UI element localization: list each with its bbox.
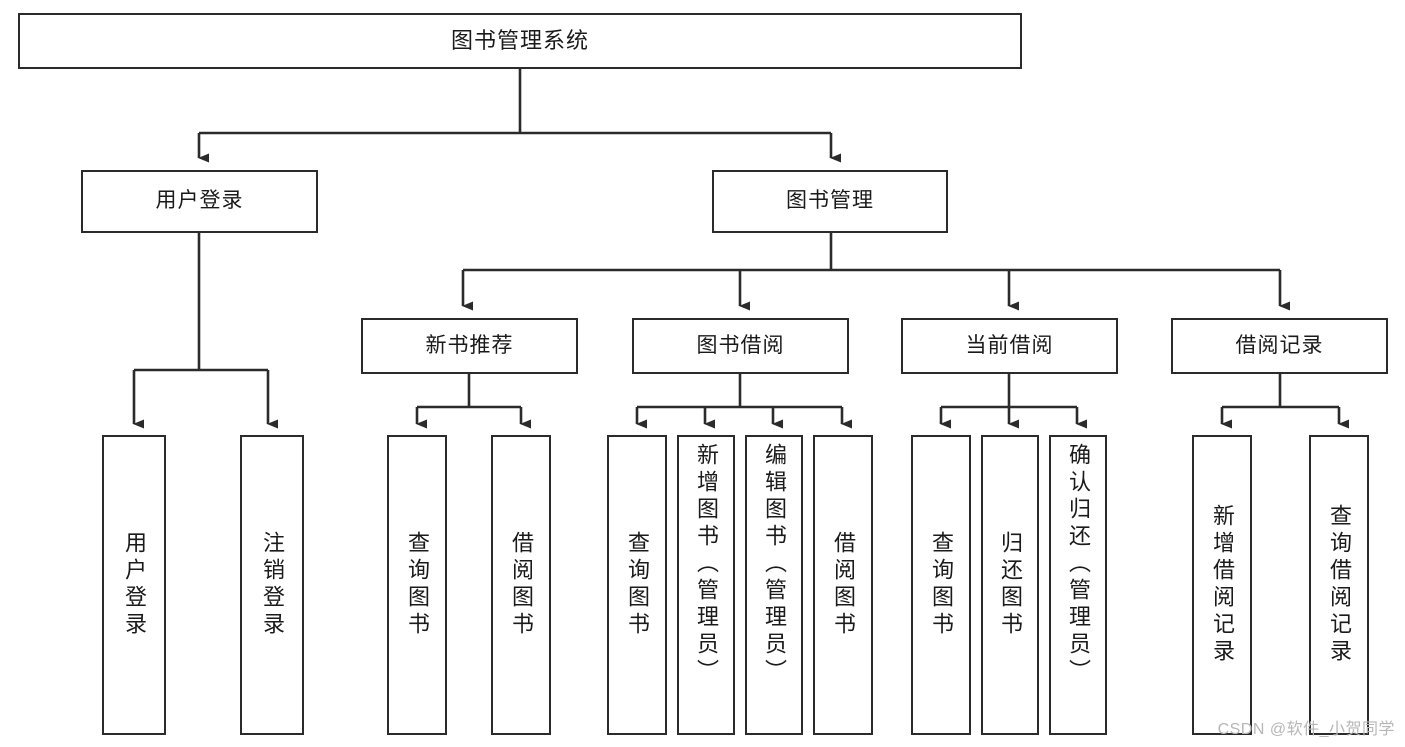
node-user-login[interactable]: 用户登录 [81, 170, 318, 233]
leaf-records-add-record[interactable]: 新增借阅记录 [1192, 435, 1252, 735]
leaf-user-login-logout[interactable]: 注销登录 [240, 435, 304, 735]
node-label: 图书管理系统 [450, 28, 589, 54]
node-label: 借阅记录 [1235, 333, 1324, 357]
node-label: 新书推荐 [425, 333, 514, 357]
csdn-watermark: CSDN @软件_小贺同学 [1217, 721, 1395, 738]
leaf-borrow-borrow-book[interactable]: 借阅图书 [813, 435, 873, 735]
node-book-management[interactable]: 图书管理 [712, 170, 948, 233]
node-label: 查询图书 [405, 531, 430, 639]
leaf-borrow-edit-book-admin[interactable]: 编辑图书（管理员） [745, 435, 803, 735]
node-root-book-management-system[interactable]: 图书管理系统 [18, 13, 1022, 69]
node-label: 图书管理 [786, 189, 874, 213]
node-current-borrow[interactable]: 当前借阅 [901, 318, 1118, 374]
leaf-borrow-query-book[interactable]: 查询图书 [607, 435, 667, 735]
node-label: 借阅图书 [509, 531, 534, 639]
node-label: 注销登录 [260, 531, 285, 639]
node-label: 查询图书 [625, 531, 650, 639]
node-label: 新增图书（管理员） [694, 443, 719, 686]
leaf-current-confirm-return-admin[interactable]: 确认归还（管理员） [1049, 435, 1107, 735]
node-borrow-records[interactable]: 借阅记录 [1171, 318, 1388, 374]
node-label: 新增借阅记录 [1210, 504, 1235, 666]
leaf-recommend-borrow-book[interactable]: 借阅图书 [491, 435, 551, 735]
node-label: 用户登录 [122, 531, 147, 639]
leaf-borrow-add-book-admin[interactable]: 新增图书（管理员） [677, 435, 735, 735]
leaf-user-login-login[interactable]: 用户登录 [102, 435, 166, 735]
node-book-borrow[interactable]: 图书借阅 [632, 318, 849, 374]
node-label: 查询图书 [929, 531, 954, 639]
node-label: 借阅图书 [831, 531, 856, 639]
node-label: 图书借阅 [696, 333, 785, 357]
node-label: 归还图书 [998, 531, 1023, 639]
node-label: 编辑图书（管理员） [762, 443, 787, 686]
node-label: 当前借阅 [965, 333, 1054, 357]
leaf-current-query-book[interactable]: 查询图书 [911, 435, 971, 735]
leaf-current-return-book[interactable]: 归还图书 [981, 435, 1039, 735]
leaf-recommend-query-book[interactable]: 查询图书 [387, 435, 447, 735]
leaf-records-query-record[interactable]: 查询借阅记录 [1309, 435, 1369, 735]
node-label: 用户登录 [155, 189, 244, 213]
node-new-book-recommend[interactable]: 新书推荐 [361, 318, 578, 374]
node-label: 确认归还（管理员） [1066, 443, 1091, 686]
node-label: 查询借阅记录 [1327, 504, 1352, 666]
